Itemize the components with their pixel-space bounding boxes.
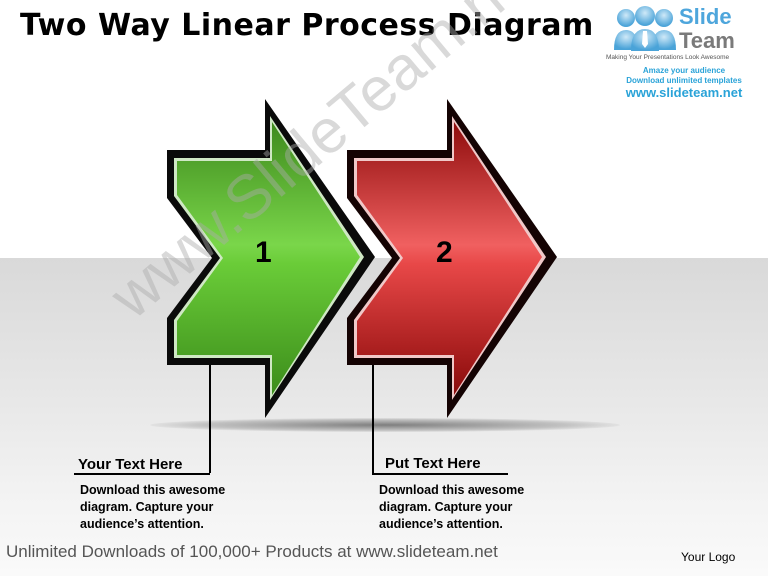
footer-text: Unlimited Downloads of 100,000+ Products… — [6, 542, 498, 561]
callout-underline-2 — [372, 473, 508, 475]
connector-line-2 — [372, 365, 374, 473]
arrow-2-number: 2 — [436, 236, 453, 269]
people-icon — [614, 6, 676, 51]
brand-tagline: Making Your Presentations Look Awesome — [606, 54, 730, 61]
connector-line-1 — [209, 365, 211, 473]
arrow-1 — [167, 99, 375, 418]
logo-placeholder: Your Logo — [681, 550, 736, 564]
callout-1-heading: Your Text Here — [78, 456, 183, 473]
arrow-2 — [347, 99, 557, 418]
slide-title: Two Way Linear Process Diagram — [20, 8, 594, 43]
brand-name-team: Team — [679, 28, 735, 53]
arrow-1-number: 1 — [255, 236, 272, 269]
brand-promo-2: Download unlimited templates — [626, 76, 742, 85]
brand-url[interactable]: www.slideteam.net — [625, 85, 743, 100]
brand-name-slide: Slide — [679, 4, 732, 29]
brand-logo: Slide Team Making Your Presentations Loo… — [604, 2, 764, 102]
callout-2-heading: Put Text Here — [385, 455, 481, 472]
callout-2-body: Download this awesome diagram. Capture y… — [379, 483, 525, 531]
callout-underline-1 — [74, 473, 210, 475]
floor-shadow — [150, 418, 620, 432]
callout-1-body: Download this awesome diagram. Capture y… — [80, 483, 226, 531]
brand-promo-1: Amaze your audience — [642, 66, 726, 75]
